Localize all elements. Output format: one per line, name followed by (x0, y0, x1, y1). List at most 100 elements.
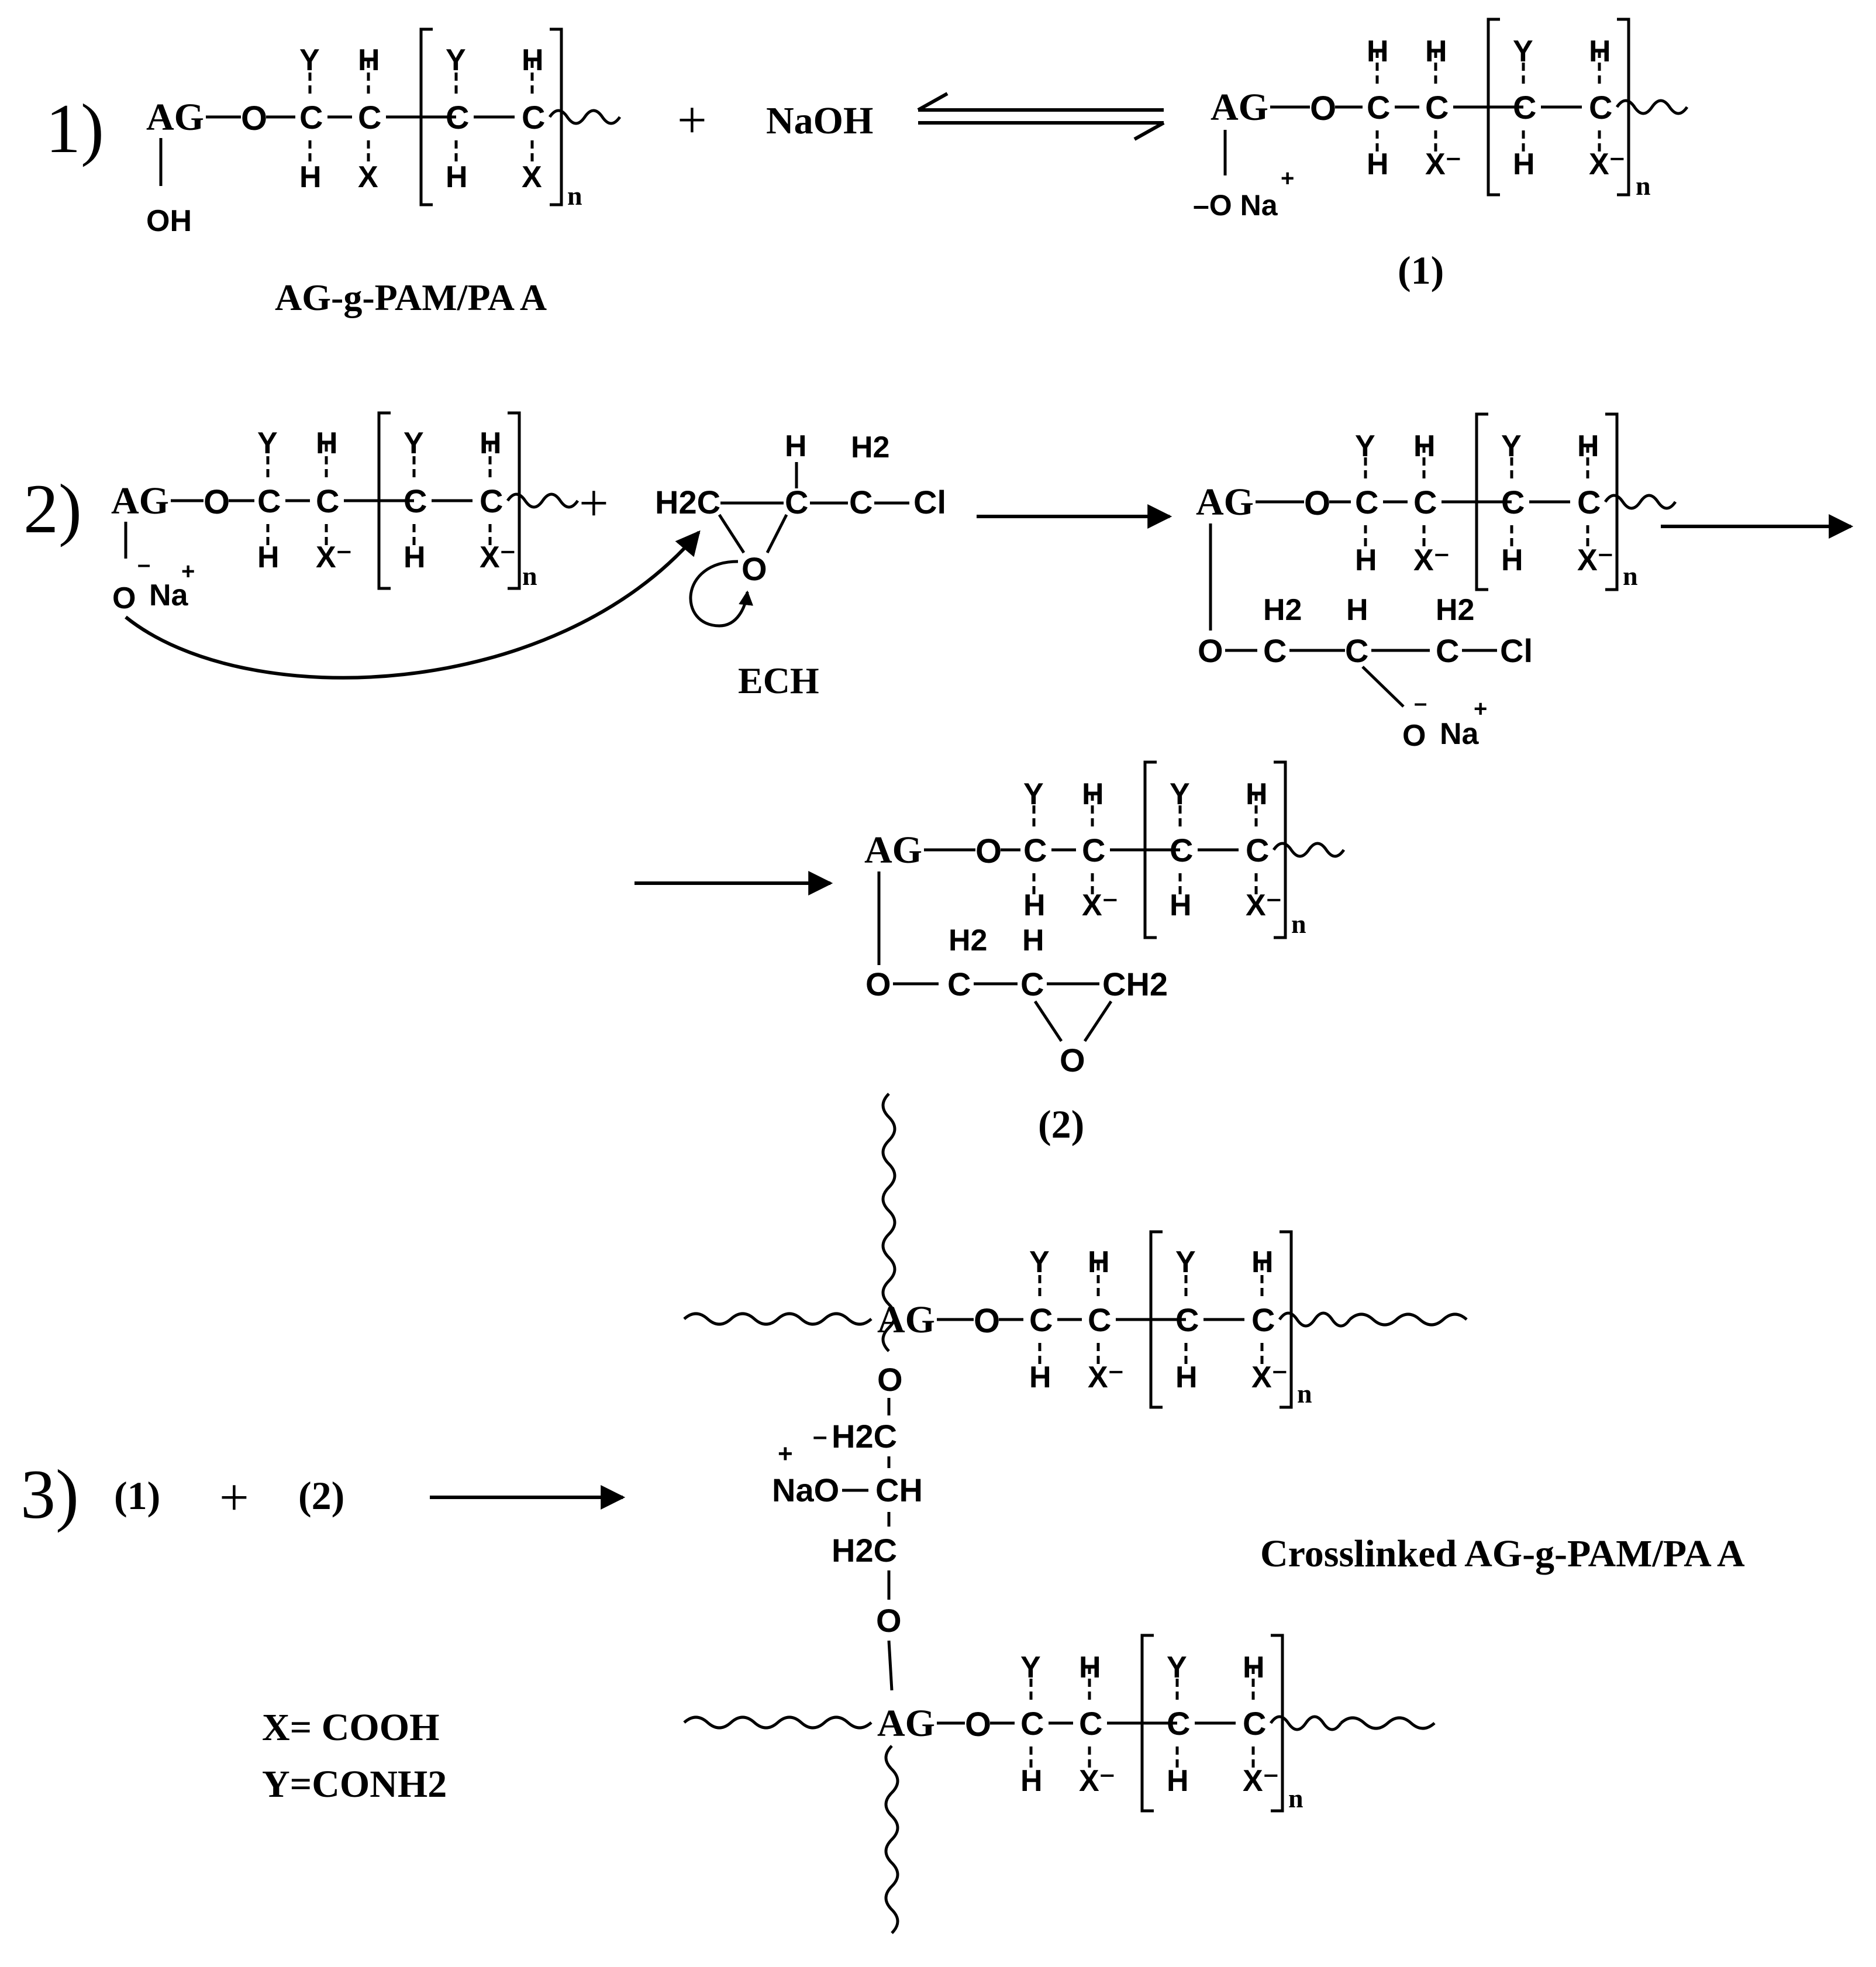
h-atom: H (1170, 888, 1192, 922)
legend-x: X= COOH (262, 1706, 439, 1749)
x-minus-group: X⁻ (1246, 888, 1282, 922)
na-label: Na (149, 578, 189, 612)
y-group: Y (257, 426, 278, 460)
h-atom: H (1367, 147, 1389, 181)
o-minus-na-label: –O Na (1193, 189, 1278, 222)
step-3-number: 3) (20, 1455, 79, 1533)
h-atom: H (1589, 35, 1611, 68)
minus-charge: – (137, 552, 150, 577)
step-3-reactant-1: (1) (114, 1473, 160, 1518)
c-atom: C (1246, 832, 1269, 869)
c-atom: C (1501, 484, 1525, 521)
o-label: O (965, 1706, 991, 1744)
h2-label: H2 (1436, 593, 1474, 627)
cl-label: Cl (1500, 632, 1533, 669)
ech-structure: H2C C H C H2 Cl O (655, 429, 946, 628)
y-group: Y (404, 426, 424, 460)
h2-label: H2 (949, 924, 987, 957)
h-atom: H (1367, 35, 1389, 68)
ag-label: AG (111, 480, 169, 522)
c-atom: C (1345, 632, 1368, 669)
plus-charge: + (1474, 696, 1487, 722)
h2c-label: H2C (832, 1418, 897, 1455)
h-atom: H (1355, 543, 1377, 577)
x-group: X (358, 160, 378, 194)
h2c-label: H2C (655, 484, 720, 521)
h-atom: H (257, 540, 280, 574)
x-minus-group: X⁻ (1589, 147, 1625, 181)
cl-label: Cl (913, 484, 946, 521)
step-2-number: 2) (23, 470, 82, 547)
y-group: Y (1355, 429, 1375, 463)
n-subscript: n (1623, 561, 1638, 591)
o-label: O (112, 581, 136, 615)
plus-charge: + (778, 1439, 793, 1468)
c-atom: C (1088, 1301, 1111, 1338)
h-atom: H (1029, 1360, 1051, 1394)
c-atom: C (404, 483, 427, 519)
c-atom: C (1263, 632, 1287, 669)
y-group: Y (1029, 1245, 1050, 1279)
h-atom: H (1088, 1245, 1110, 1279)
o-label: O (975, 832, 1002, 870)
c-atom: C (1079, 1705, 1102, 1742)
h-atom: H (1425, 35, 1447, 68)
product-1-structure: AG O –O Na + C C C C H H Y H H X⁻ H X⁻ n (1193, 19, 1687, 222)
o-label: O (1198, 632, 1223, 669)
c-atom: C (1413, 484, 1437, 521)
c-atom: C (446, 99, 469, 136)
h-atom: H (1023, 888, 1046, 922)
c-atom: C (1589, 89, 1612, 126)
ch-label: CH (875, 1472, 923, 1508)
step-3-reactant-2: (2) (298, 1473, 344, 1518)
o-label: O (204, 483, 230, 521)
h-atom: H (1501, 543, 1523, 577)
o-label: O (1060, 1042, 1085, 1079)
crosslinked-structure: AG O C C C C Y H Y H H X⁻ H X⁻ n O H2C +… (683, 1093, 1468, 1934)
step-1-number: 1) (46, 89, 104, 167)
plus-charge: + (1281, 166, 1294, 191)
c-atom: C (947, 966, 971, 1003)
h-atom: H (358, 43, 380, 77)
h-atom: H (785, 429, 807, 463)
y-group: Y (1501, 429, 1522, 463)
x-minus-group: X⁻ (1079, 1764, 1115, 1798)
c-atom: C (480, 483, 503, 519)
c-atom: C (785, 484, 808, 521)
c-atom: C (1029, 1301, 1053, 1338)
c-atom: C (1243, 1705, 1266, 1742)
x-minus-group: X⁻ (316, 540, 352, 574)
x-minus-group: X⁻ (1425, 147, 1461, 181)
intermediate-structure: AG O C C C C Y H Y H H X⁻ H X⁻ n O C H2 … (1196, 414, 1675, 753)
ech-label: ECH (738, 660, 819, 701)
x-minus-group: X⁻ (1088, 1360, 1124, 1394)
y-group: Y (1167, 1651, 1187, 1684)
c-atom: C (1425, 89, 1449, 126)
n-subscript: n (567, 181, 582, 211)
n-subscript: n (1297, 1379, 1312, 1408)
o-label: O (974, 1302, 1000, 1340)
h-atom: H (404, 540, 426, 574)
y-group: Y (1513, 35, 1533, 68)
n-subscript: n (1291, 909, 1306, 939)
plus-sign: + (579, 474, 609, 532)
c-atom: C (849, 484, 873, 521)
y-group: Y (1175, 1245, 1196, 1279)
equilibrium-arrow (917, 92, 1165, 141)
y-group: Y (1170, 777, 1190, 811)
h-atom: H (1167, 1764, 1189, 1798)
h-atom: H (316, 426, 338, 460)
reactant-1-name: AG-g-PAM/PA A (275, 277, 547, 318)
h-atom: H (1022, 924, 1044, 957)
n-subscript: n (1288, 1783, 1303, 1813)
o-label: O (1402, 719, 1426, 753)
plus-sign: + (677, 91, 707, 149)
h-atom: H (1243, 1651, 1265, 1684)
h2-label: H2 (1263, 593, 1302, 627)
h-atom: H (480, 426, 502, 460)
ag-label: AG (864, 829, 922, 871)
x-minus-group: X⁻ (1243, 1764, 1279, 1798)
x-minus-group: X⁻ (1577, 543, 1613, 577)
h-atom: H (1175, 1360, 1198, 1394)
c-atom: C (1167, 1705, 1190, 1742)
